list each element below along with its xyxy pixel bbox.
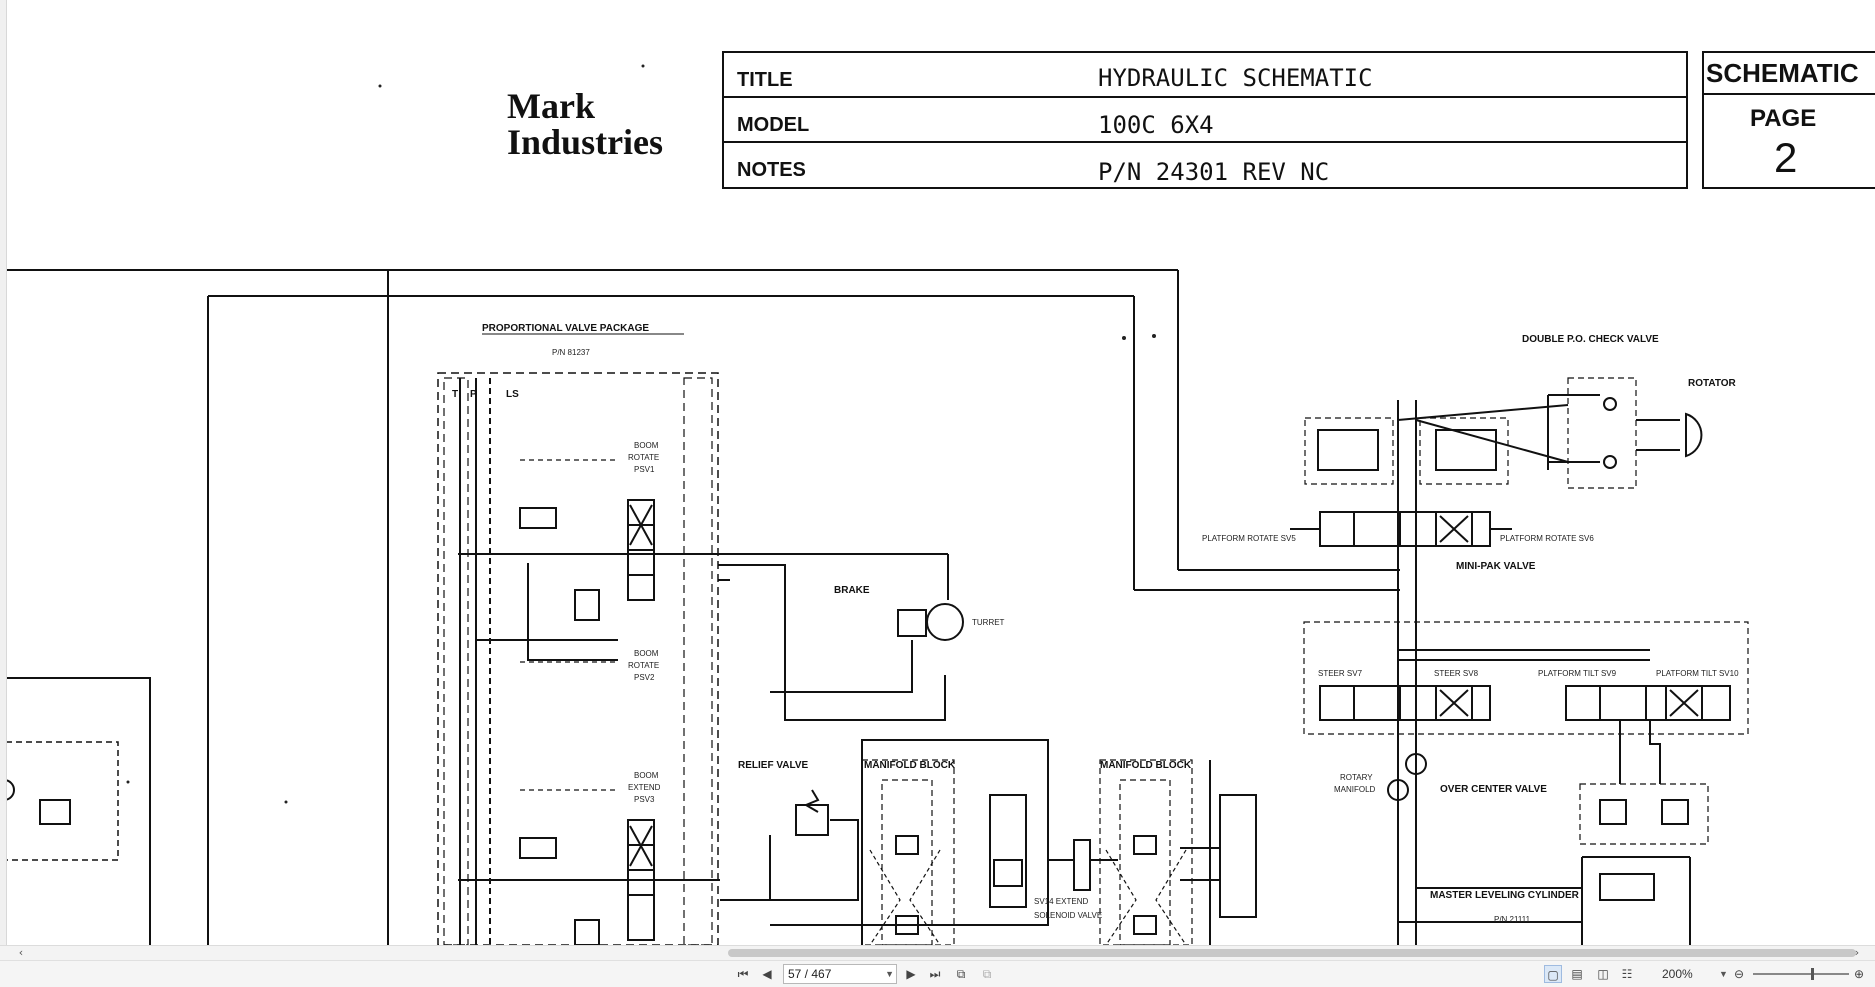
- boom-rotate-psv1-l3: PSV1: [634, 465, 655, 474]
- schematic-lines: [0, 269, 1749, 945]
- rotary-manifold-l1: ROTARY: [1340, 773, 1373, 782]
- zoom-out-icon[interactable]: ⊖: [1733, 967, 1745, 981]
- company-name-line2: Industries: [507, 122, 663, 162]
- boom-extend-psv3-l3: PSV3: [634, 795, 655, 804]
- zoom-slider-track[interactable]: [1753, 973, 1849, 975]
- platform-tilt-sv10-label: PLATFORM TILT SV10: [1656, 669, 1739, 678]
- company-name-line1: Mark: [507, 86, 595, 126]
- chevron-down-icon[interactable]: ▼: [885, 969, 894, 979]
- viewer-toolbar: ⏮ ◀ ▼ ▶ ⏭ ⧉ ⧉ ▢ ▤ ◫ ☷ 200% ▼ ⊖ ⊕: [0, 960, 1875, 987]
- steer-sv7-label: STEER SV7: [1318, 669, 1363, 678]
- port-p-label: P: [470, 389, 477, 400]
- page-number-field[interactable]: ▼: [783, 964, 897, 984]
- horizontal-scroll-thumb[interactable]: [728, 949, 1856, 957]
- single-page-view-icon[interactable]: ▢: [1544, 965, 1562, 983]
- zoom-slider-thumb[interactable]: [1811, 968, 1814, 980]
- last-page-icon[interactable]: ⏭: [929, 967, 941, 981]
- mini-pak-valve-label: MINI-PAK VALVE: [1456, 561, 1536, 572]
- notes-label: NOTES: [737, 159, 806, 181]
- boom-rotate-psv2-l2: ROTATE: [628, 661, 659, 670]
- manifold-block-1-label: MANIFOLD BLOCK: [864, 760, 956, 771]
- model-label: MODEL: [737, 114, 809, 136]
- pvp-label: PROPORTIONAL VALVE PACKAGE: [482, 323, 649, 334]
- port-ls-label: LS: [506, 389, 519, 400]
- pvp-pn: P/N 81237: [552, 348, 590, 357]
- boom-rotate-psv2-l3: PSV2: [634, 673, 655, 682]
- scan-specks: [126, 64, 1156, 804]
- boom-extend-psv3-l2: EXTEND: [628, 783, 661, 792]
- page-number-input[interactable]: [788, 965, 876, 983]
- zoom-in-icon[interactable]: ⊕: [1853, 967, 1865, 981]
- title-label: TITLE: [737, 69, 793, 91]
- horizontal-scrollbar[interactable]: ‹ ›: [0, 945, 1875, 960]
- boom-extend-psv3-l1: BOOM: [634, 771, 659, 780]
- notes-value: P/N 24301 REV NC: [1098, 158, 1329, 186]
- rotary-manifold-l2: MANIFOLD: [1334, 785, 1376, 794]
- scroll-left-icon[interactable]: ‹: [18, 946, 24, 959]
- model-value: 100C 6X4: [1098, 111, 1214, 139]
- copy-page-icon[interactable]: ⧉: [956, 967, 966, 981]
- title-value: HYDRAULIC SCHEMATIC: [1098, 64, 1373, 92]
- schematic-heading: SCHEMATIC: [1706, 58, 1859, 88]
- turret-label: TURRET: [972, 618, 1005, 627]
- platform-tilt-sv9-label: PLATFORM TILT SV9: [1538, 669, 1617, 678]
- duplicate-icon[interactable]: ⧉: [982, 967, 992, 981]
- platform-rotate-sv5-label: PLATFORM ROTATE SV5: [1202, 534, 1296, 543]
- page-number: 2: [1774, 134, 1797, 181]
- next-page-icon[interactable]: ▶: [906, 967, 916, 981]
- over-center-valve-label: OVER CENTER VALVE: [1440, 784, 1547, 795]
- scroll-right-icon[interactable]: ›: [1854, 946, 1860, 959]
- page-label: PAGE: [1750, 105, 1816, 132]
- continuous-view-icon[interactable]: ▤: [1571, 967, 1583, 981]
- zoom-dropdown-chevron-icon[interactable]: ▼: [1719, 969, 1728, 979]
- zoom-level[interactable]: 200%: [1662, 967, 1693, 981]
- mlc-pn: P/N 21111: [1494, 915, 1531, 924]
- schematic-page-box: [1702, 51, 1875, 189]
- boom-rotate-psv2-l1: BOOM: [634, 649, 659, 658]
- double-po-check-label: DOUBLE P.O. CHECK VALVE: [1522, 334, 1659, 345]
- relief-valve-label: RELIEF VALVE: [738, 760, 809, 771]
- first-page-icon[interactable]: ⏮: [737, 967, 749, 981]
- rotator-label: ROTATOR: [1688, 378, 1737, 389]
- document-viewport[interactable]: Mark Industries TITLE HYDRAULIC SCHEMATI…: [0, 0, 1875, 945]
- title-block: [722, 51, 1688, 189]
- brake-label: BRAKE: [834, 585, 870, 596]
- sv14-label-l2: SOLENOID VALVE: [1034, 911, 1102, 920]
- schematic-page: Mark Industries TITLE HYDRAULIC SCHEMATI…: [0, 51, 1875, 945]
- two-page-view-icon[interactable]: ◫: [1597, 967, 1609, 981]
- manifold-block-2-label: MANIFOLD BLOCK: [1100, 760, 1192, 771]
- two-page-continuous-view-icon[interactable]: ☷: [1621, 967, 1633, 981]
- vertical-scrollbar[interactable]: [0, 0, 7, 945]
- prev-page-icon[interactable]: ◀: [762, 967, 772, 981]
- master-leveling-cylinder-label: MASTER LEVELING CYLINDER: [1430, 890, 1580, 901]
- sv14-label-l1: SV14 EXTEND: [1034, 897, 1088, 906]
- port-t-label: T: [452, 389, 458, 400]
- platform-rotate-sv6-label: PLATFORM ROTATE SV6: [1500, 534, 1594, 543]
- steer-sv8-label: STEER SV8: [1434, 669, 1479, 678]
- boom-rotate-psv1-l2: ROTATE: [628, 453, 659, 462]
- boom-rotate-psv1-l1: BOOM: [634, 441, 659, 450]
